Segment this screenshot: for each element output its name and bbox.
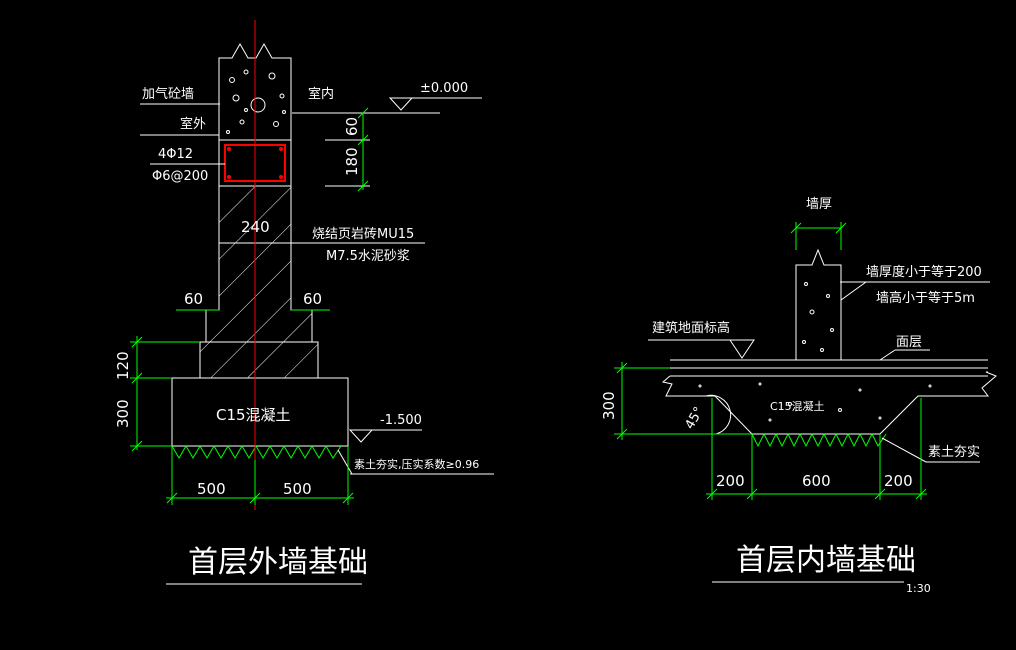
dim-120-vertical: 120 (114, 351, 132, 380)
floor-elevation-marker (729, 339, 755, 359)
dim-500-left: 500 (197, 480, 226, 498)
label-mortar-grade: M7.5水泥砂浆 (326, 249, 410, 264)
label-c15-concrete-ext: C15混凝土 (216, 406, 291, 424)
label-elevation-bottom: -1.500 (380, 413, 422, 428)
dim-60-vertical: 60 (343, 117, 361, 136)
label-surface-layer: 面层 (896, 335, 922, 350)
label-floor-elevation: 建筑地面标高 (652, 320, 730, 336)
interior-soil-hatch (751, 432, 887, 448)
label-elevation-zero: ±0.000 (420, 81, 468, 96)
dim-500-right: 500 (283, 480, 312, 498)
note-wall-height: 墙高小于等于5m (876, 290, 975, 306)
dim-footing-width: 500 500 (166, 446, 354, 505)
brick-wall (199, 185, 319, 379)
label-indoor: 室内 (308, 86, 334, 102)
title-interior: 首层内墙基础 (736, 543, 916, 578)
label-brick-grade: 烧结页岩砖MU15 (312, 227, 414, 242)
dim-footing-height: 120 300 (114, 336, 200, 452)
dim-200-right: 200 (884, 472, 913, 490)
interior-wall (795, 248, 842, 360)
label-rebar-stirrup: Φ6@200 (152, 169, 208, 184)
label-soil-interior: 素土夯实 (928, 445, 980, 460)
interior-wall-dots (802, 282, 834, 352)
dim-180-vertical: 180 (343, 147, 361, 176)
dim-60-left: 60 (184, 290, 203, 308)
dim-200-left: 200 (716, 472, 745, 490)
interior-dim-300: 300 (600, 362, 752, 440)
label-angle-45: 45° (682, 405, 707, 432)
rebar-dots (227, 147, 283, 179)
slab-dots (698, 382, 932, 422)
dim-300-interior: 300 (600, 391, 618, 420)
elevation-marker-bottom: -1.500 (348, 413, 422, 443)
interior-dim-width: 200 600 200 (706, 398, 927, 500)
elevation-marker-top: ±0.000 (388, 81, 482, 111)
dim-60-right: 60 (303, 290, 322, 308)
interior-foundation-detail: 墙厚 墙厚度小于等于200 墙高小于等于5m 建筑地面标高 面层 (600, 197, 997, 595)
concrete-pad (171, 377, 349, 447)
dim-300-vertical: 300 (114, 399, 132, 428)
label-wall-thickness: 墙厚 (806, 197, 832, 212)
title-exterior: 首层外墙基础 (188, 545, 368, 580)
aerated-dots (226, 69, 286, 134)
label-rebar-main: 4Φ12 (158, 147, 193, 162)
note-wall-thickness: 墙厚度小于等于200 (866, 264, 982, 280)
dim-600: 600 (802, 472, 831, 490)
label-soil-compaction: 素土夯实,压实系数≥0.96 (354, 457, 479, 471)
label-aerated-wall: 加气砼墙 (142, 86, 194, 102)
aerated-wall (218, 42, 292, 140)
slab-footing (661, 371, 997, 435)
label-240: 240 (241, 218, 270, 236)
label-scale: 1:30 (906, 582, 931, 595)
dim-ringbeam: 60 180 (325, 107, 370, 192)
label-c15-concrete-int: C15混凝土 (770, 399, 825, 413)
label-outdoor: 室外 (180, 116, 206, 132)
exterior-foundation-detail: 加气砼墙 室内 室外 4Φ12 Φ6@200 ±0.000 60 180 240… (114, 20, 494, 585)
soil-hatch (171, 445, 342, 459)
